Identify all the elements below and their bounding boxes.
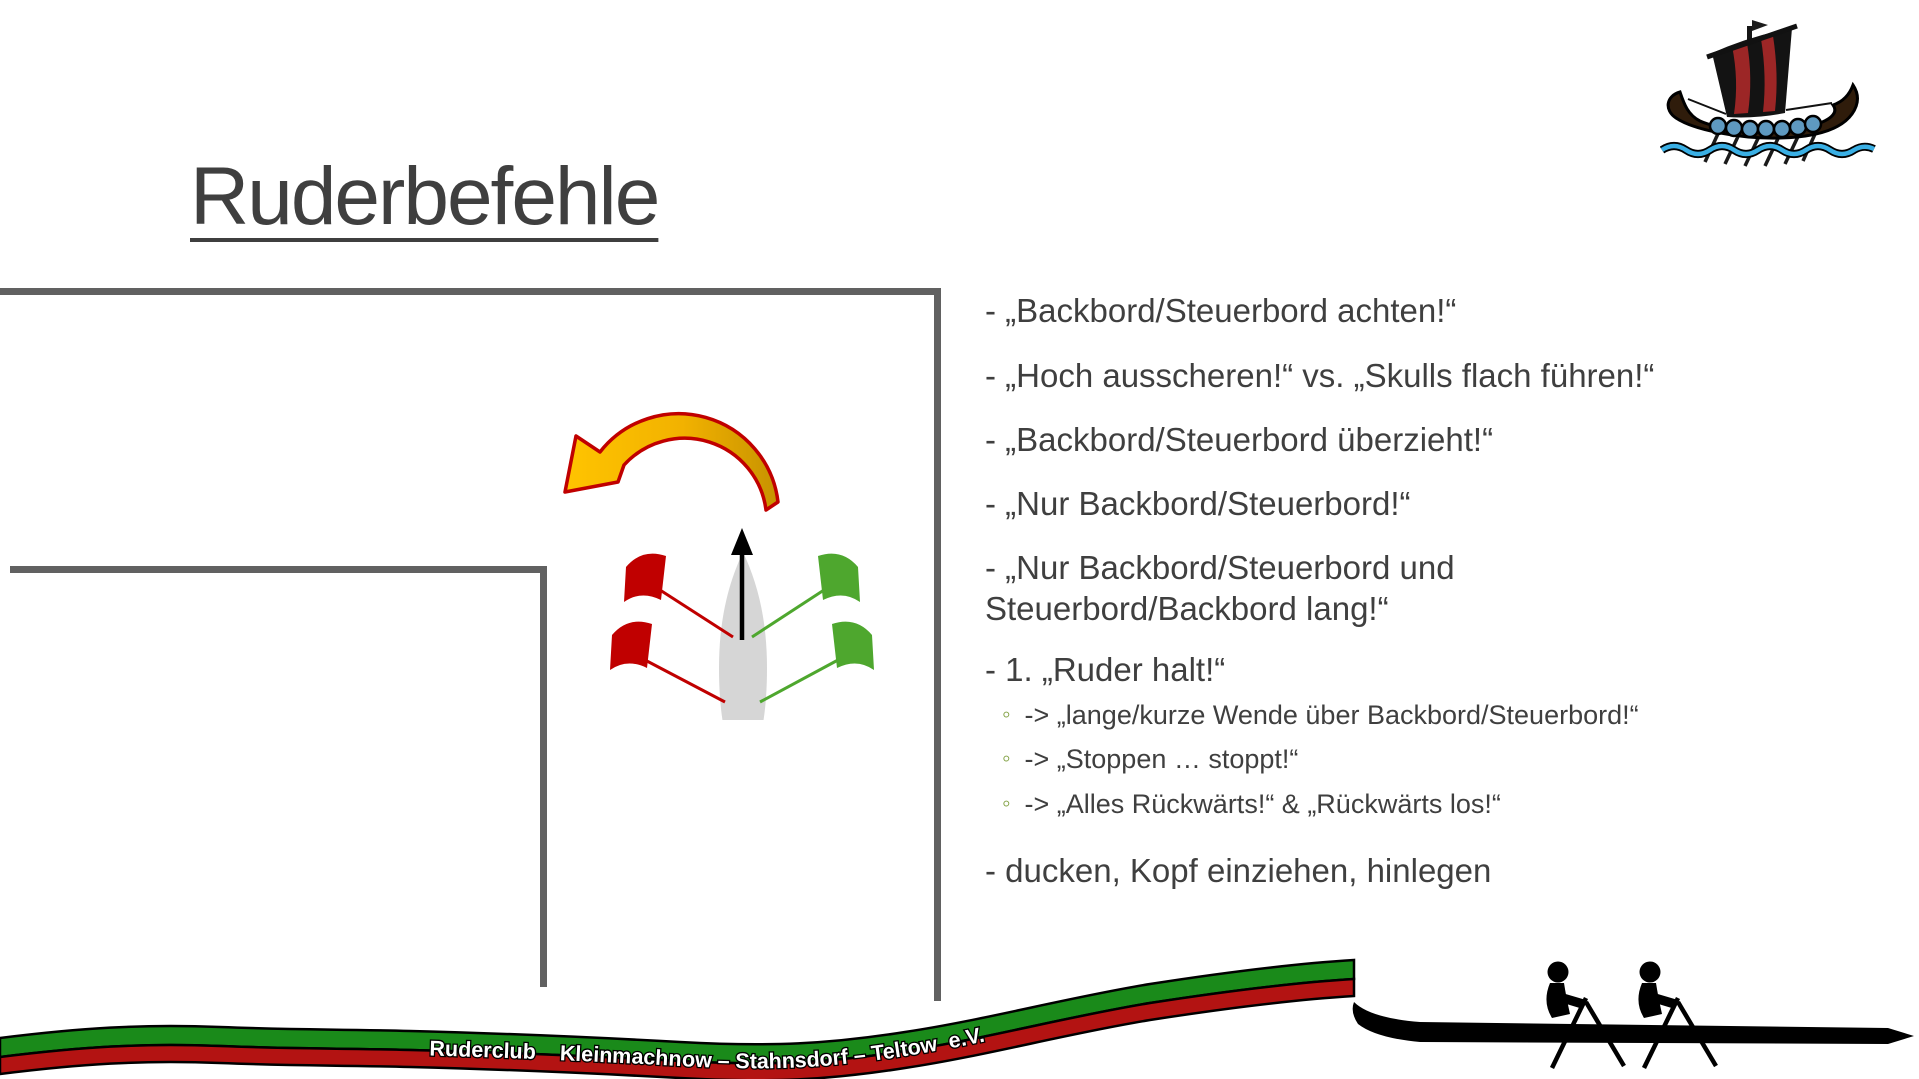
sail-stripe [1761, 36, 1777, 112]
rowing-boat-silhouette [1352, 961, 1914, 1069]
starboard-oar-icon [751, 553, 860, 639]
bullet-item: - „Backbord/Steuerbord achten!“ [985, 292, 1457, 329]
dock-wall-right [934, 288, 941, 1001]
dock-wall-inner-horizontal [10, 566, 547, 573]
sail-yard [1706, 23, 1798, 60]
port-oar-icon [610, 621, 726, 704]
rigging-line [1687, 98, 1727, 115]
circle-bullet-icon: ◦ [1002, 790, 1011, 817]
circle-bullet-icon: ◦ [1002, 745, 1011, 772]
dock-wall-top [0, 288, 941, 295]
sub-bullet-item: ◦ -> „Stoppen … stoppt!“ [1002, 741, 1298, 777]
rigging-line [1785, 102, 1833, 111]
shell-hull [1352, 1002, 1914, 1044]
bullet-item: - „Nur Backbord/Steuerbord und [985, 549, 1455, 586]
rower-figure [1546, 961, 1586, 1018]
page-title: Ruderbefehle [190, 151, 660, 242]
mast-flag-icon [1752, 20, 1768, 31]
banner-red-band [0, 977, 1356, 1079]
water-wave [1660, 142, 1876, 158]
sail-stripe [1732, 43, 1751, 114]
bullet-item: Steuerbord/Backbord lang!“ [985, 590, 1389, 627]
rower-figure [1638, 961, 1678, 1018]
club-banner: Ruderclub Kleinmachnow – Stahnsdorf – Te… [0, 958, 1356, 1079]
bullet-item: - „Backbord/Steuerbord überzieht!“ [985, 421, 1494, 458]
shields [1708, 114, 1823, 139]
bullet-item: - „Nur Backbord/Steuerbord!“ [985, 485, 1411, 522]
curved-turn-arrow-icon [563, 411, 780, 512]
sub-bullet-item: ◦ -> „lange/kurze Wende über Backbord/Ste… [1002, 697, 1639, 733]
viking-ship-logo [1660, 20, 1876, 167]
starboard-oar-icon [759, 621, 874, 704]
bullet-item: - ducken, Kopf einziehen, hinlegen [985, 852, 1492, 889]
sub-bullet-text: -> „Alles Rückwärts!“ & „Rückwärts los!“ [1024, 789, 1501, 819]
circle-bullet-icon: ◦ [1002, 701, 1011, 728]
sub-bullet-text: -> „lange/kurze Wende über Backbord/Steu… [1024, 700, 1639, 730]
dock-wall-inner-vertical [540, 566, 547, 987]
sub-bullet-item: ◦ -> „Alles Rückwärts!“ & „Rückwärts los!… [1002, 786, 1501, 822]
sub-bullet-text: -> „Stoppen … stoppt!“ [1024, 744, 1299, 774]
heading-arrow-icon [731, 528, 753, 640]
bullet-item: - 1. „Ruder halt!“ [985, 651, 1226, 688]
port-oar-icon [624, 553, 734, 639]
bullet-item: - „Hoch ausscheren!“ vs. „Skulls flach f… [985, 357, 1655, 394]
boat-diagram [563, 411, 874, 720]
